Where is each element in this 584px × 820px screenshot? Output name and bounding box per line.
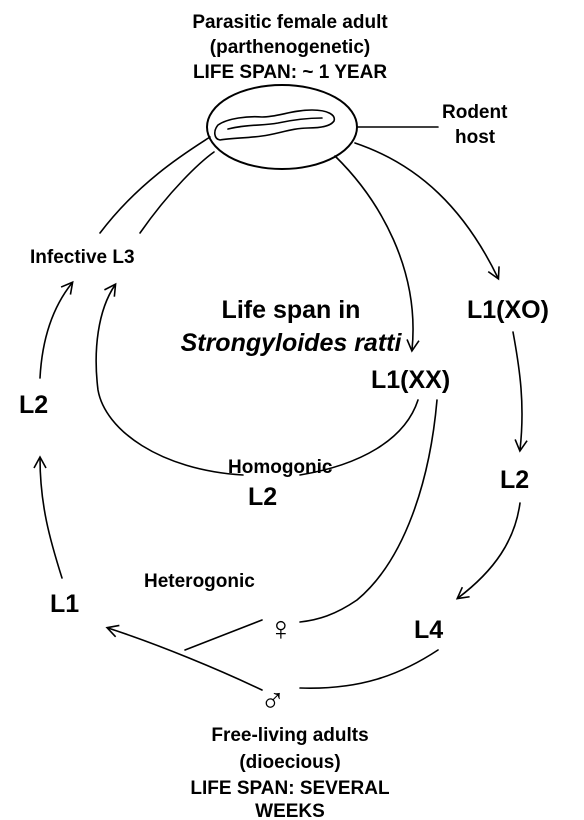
free-living-subtitle: (dioecious) [239,752,340,773]
parasitic-lifespan: LIFE SPAN: ~ 1 YEAR [193,62,387,83]
l2-homogonic-label: L2 [248,483,277,511]
host-label: host [455,127,496,148]
female-to-l1-line [185,620,262,650]
free-living-lifespan-1: LIFE SPAN: SEVERAL [190,778,390,799]
center-title-line1: Life span in [222,296,361,324]
l3-to-host-curve-2 [140,152,214,233]
l3-to-host-curve-1 [100,137,210,233]
host-to-l1xo-arrow [355,143,498,278]
l1-left-label: L1 [50,590,79,618]
l2-to-l3-arrow [40,283,72,378]
center-title-line2: Strongyloides ratti [181,329,403,357]
l4-label: L4 [414,616,443,644]
heterogonic-curve [300,400,437,622]
heterogonic-label: Heterogonic [144,571,255,592]
parasitic-title: Parasitic female adult [192,12,388,33]
l1xo-to-l2-arrow [513,332,522,450]
free-living-title: Free-living adults [211,725,368,746]
rodent-label: Rodent [442,102,508,123]
homogonic-label: Homogonic [228,457,333,478]
l1-xx-label: L1(XX) [371,366,450,394]
female-symbol: ♀ [268,610,294,648]
infective-l3-label: Infective L3 [30,247,135,268]
male-to-l1-arrow [108,628,262,690]
l2-left-label: L2 [19,391,48,419]
worm-icon [215,110,335,140]
l1-xo-label: L1(XO) [467,296,549,324]
l2-to-l4-arrow [458,503,520,598]
l2-right-label: L2 [500,466,529,494]
parasitic-subtitle: (parthenogenetic) [210,37,370,58]
free-living-lifespan-2: WEEKS [255,801,325,820]
l4-to-male-curve [300,650,438,688]
male-symbol: ♂ [260,682,286,720]
l1-to-l2-arrow [40,458,62,578]
